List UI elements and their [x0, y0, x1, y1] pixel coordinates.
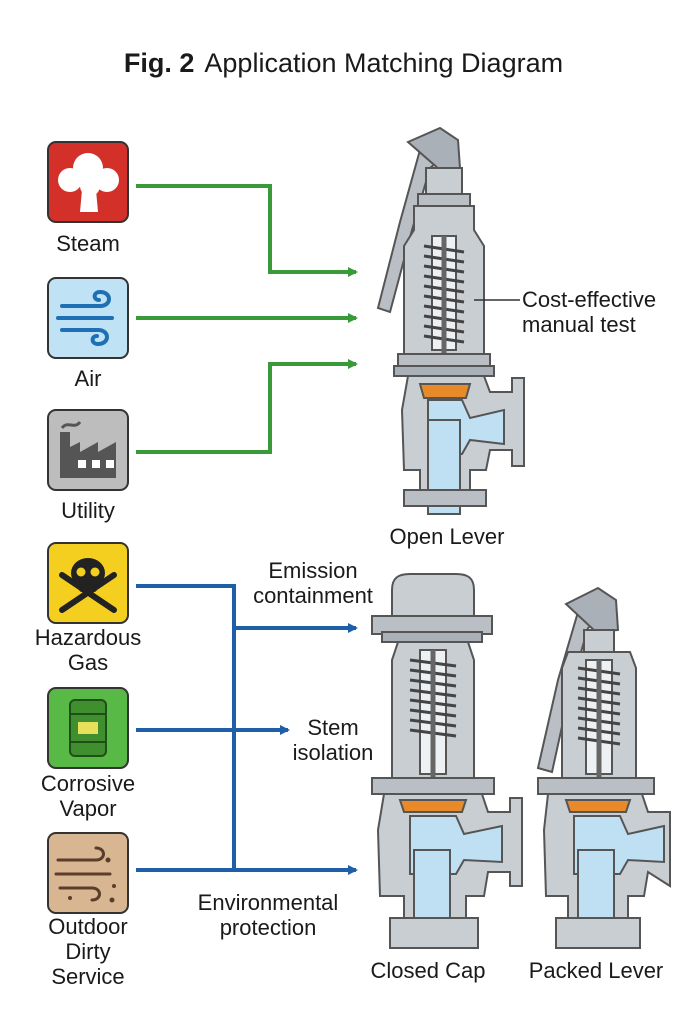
wind-icon: [47, 277, 129, 359]
utility-connector: [136, 359, 358, 454]
annotation-environmental: Environmental protection: [197, 890, 339, 940]
label-hazardous: Hazardous Gas: [34, 625, 142, 675]
green-connectors: [136, 184, 358, 454]
annotation-cost-effective: Cost-effective manual test: [522, 287, 657, 337]
figure-title: Fig. 2 Application Matching Diagram: [0, 48, 687, 79]
open-lever-valve: [376, 126, 525, 515]
packed-lever-valve: [536, 586, 671, 949]
label-closed-cap: Closed Cap: [370, 958, 486, 983]
figure-title-text: Application Matching Diagram: [204, 48, 564, 78]
hazardous-connector: [136, 584, 236, 870]
skull-crossbones-icon: [47, 542, 129, 624]
factory-icon: [47, 409, 129, 491]
blue-connectors: [136, 584, 358, 875]
label-air: Air: [74, 366, 102, 391]
annotation-stem-isolation: Stem isolation: [292, 715, 374, 765]
steam-cloud-icon: [47, 141, 129, 223]
steam-connector: [136, 184, 358, 277]
label-utility: Utility: [61, 498, 115, 523]
label-open-lever: Open Lever: [389, 524, 505, 549]
figure-number: Fig. 2: [123, 48, 195, 78]
label-outdoor: Outdoor Dirty Service: [48, 914, 128, 989]
annotation-emission: Emission containment: [253, 558, 373, 608]
label-steam: Steam: [56, 231, 120, 256]
closed-cap-valve: [371, 573, 523, 949]
label-corrosive: Corrosive Vapor: [40, 771, 136, 821]
dust-wind-icon: [47, 832, 129, 914]
label-packed-lever: Packed Lever: [528, 958, 664, 983]
acid-barrel-icon: [47, 687, 129, 769]
